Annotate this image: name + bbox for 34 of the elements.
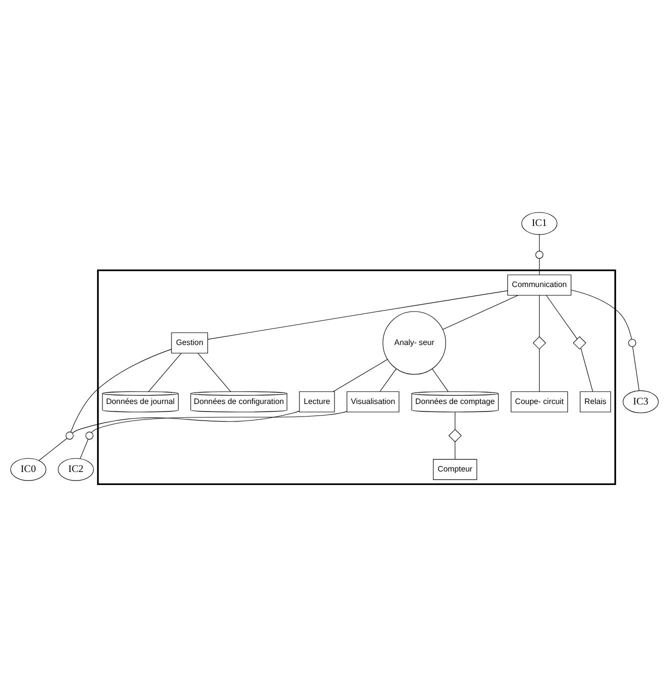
- connector: [70, 348, 172, 432]
- node-ellipse: IC0: [10, 458, 46, 480]
- connector: [148, 352, 182, 392]
- node-ellipse: IC3: [622, 390, 659, 413]
- connector: [454, 441, 456, 459]
- connector: [198, 352, 231, 392]
- connector: [539, 294, 540, 336]
- cluster: [97, 268, 616, 485]
- connector: [91, 410, 348, 432]
- connector: [580, 347, 593, 392]
- connector: [539, 234, 540, 251]
- node-ellipse: IC2: [58, 458, 94, 480]
- connector: [38, 438, 68, 460]
- node-circle: [66, 431, 74, 440]
- connector: [442, 294, 518, 330]
- connector: [380, 368, 397, 392]
- connector: [80, 438, 88, 458]
- node-ellipse: IC1: [521, 212, 558, 234]
- node-circle: [535, 250, 544, 258]
- node-diamond: [448, 428, 462, 442]
- connector: [332, 358, 388, 392]
- node-circle: [85, 431, 94, 440]
- node-circle: [628, 338, 636, 346]
- connector: [632, 346, 640, 390]
- node-diamond: [572, 336, 586, 350]
- connector: [539, 348, 540, 392]
- connector: [208, 290, 508, 340]
- connector: [570, 289, 632, 339]
- connector: [454, 411, 456, 430]
- connector: [72, 410, 300, 433]
- connector: [539, 258, 540, 275]
- connector: [432, 368, 448, 392]
- node-diamond: [532, 336, 546, 350]
- connector: [546, 294, 578, 339]
